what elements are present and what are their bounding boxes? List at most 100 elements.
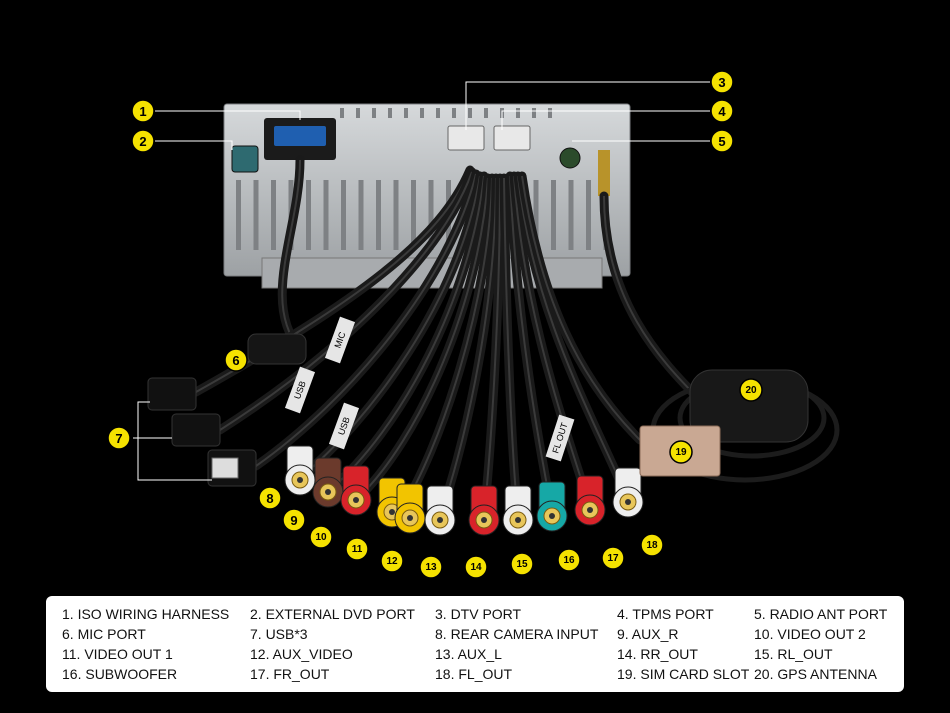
vent-slot <box>372 108 376 118</box>
callout-17: 17 <box>601 546 625 570</box>
vent-slot <box>586 180 591 250</box>
callout-number: 8 <box>266 491 273 506</box>
callout-number: 12 <box>386 556 398 567</box>
callout-20: 20 <box>739 378 763 402</box>
vent-slot <box>356 108 360 118</box>
legend-item: 2. EXTERNAL DVD PORT <box>250 606 415 622</box>
rca-plug <box>612 467 644 518</box>
legend-item: 9. AUX_R <box>617 626 679 642</box>
legend-item: 4. TPMS PORT <box>617 606 714 622</box>
vent-slot <box>532 108 536 118</box>
cable-highlight <box>521 175 641 441</box>
usb-plug-2 <box>171 413 221 447</box>
cable-highlight <box>255 173 477 467</box>
cable-label-sleeves: MIC USB USB FL OUT <box>284 316 575 462</box>
iso-connector-pins <box>274 126 326 146</box>
rca-plug <box>574 475 606 526</box>
callout-number: 9 <box>290 513 297 528</box>
callout-number: 20 <box>745 385 757 396</box>
usb-port-socket <box>211 457 239 479</box>
legend-item: 12. AUX_VIDEO <box>250 646 353 662</box>
leader-line <box>155 140 233 150</box>
cable-highlight <box>329 175 485 491</box>
legend-item: 16. SUBWOOFER <box>62 666 178 682</box>
callout-9: 9 <box>282 508 306 532</box>
rca-plug <box>394 483 426 534</box>
callout-number: 2 <box>139 134 146 149</box>
legend-item: 8. REAR CAMERA INPUT <box>435 626 599 642</box>
callout-2: 2 <box>131 129 155 153</box>
leader-line <box>501 110 710 130</box>
vent-slot <box>568 180 574 250</box>
vent-slot <box>388 108 392 118</box>
callout-3: 3 <box>710 70 734 94</box>
vent-slot <box>411 180 416 250</box>
legend-item: 7. USB*3 <box>250 626 308 642</box>
callout-18: 18 <box>640 533 664 557</box>
vent-slot <box>420 108 424 118</box>
callout-11: 11 <box>345 537 369 561</box>
vent-slot <box>516 108 520 118</box>
callout-number: 13 <box>425 562 437 573</box>
callout-13: 13 <box>419 555 443 579</box>
vent-slot <box>533 180 539 250</box>
legend-item: 14. RR_OUT <box>617 646 698 662</box>
rca-plug <box>284 445 316 496</box>
vent-slot <box>551 180 556 250</box>
vent-slot <box>468 108 472 118</box>
callout-number: 18 <box>646 540 658 551</box>
vent-slot <box>341 180 346 250</box>
legend-item: 19. SIM CARD SLOT <box>617 666 750 682</box>
radio-antenna-plug <box>598 150 610 196</box>
callout-19: 19 <box>669 440 693 464</box>
legend-item: 11. VIDEO OUT 1 <box>62 646 173 662</box>
callout-number: 6 <box>232 353 239 368</box>
vent-slot <box>271 180 276 250</box>
mic-port-plug <box>247 333 307 365</box>
cable-highlight <box>219 171 473 431</box>
callout-number: 5 <box>718 134 725 149</box>
legend-item: 6. MIC PORT <box>62 626 146 642</box>
vent-slot <box>548 108 552 118</box>
callout-12: 12 <box>380 549 404 573</box>
legend-item: 10. VIDEO OUT 2 <box>754 626 866 642</box>
rca-plug <box>424 485 456 536</box>
leader-line <box>465 81 710 130</box>
legend-item: 15. RL_OUT <box>754 646 833 662</box>
callout-number: 7 <box>115 431 122 446</box>
rca-plug <box>312 457 344 508</box>
rca-plug <box>340 465 372 516</box>
callout-leaders <box>133 81 710 481</box>
vent-slot <box>484 108 488 118</box>
radio-antenna-port <box>559 147 581 169</box>
leader-line <box>155 110 301 120</box>
callout-1: 1 <box>131 99 155 123</box>
callout-15: 15 <box>510 552 534 576</box>
rca-plug <box>502 485 534 536</box>
callout-16: 16 <box>557 548 581 572</box>
cable-highlight <box>603 195 701 401</box>
vent-slot <box>436 108 440 118</box>
rca-connectors <box>284 445 644 536</box>
vent-slot <box>393 180 399 250</box>
vent-slot <box>340 108 344 118</box>
callout-number: 4 <box>718 104 726 119</box>
rca-plug <box>536 481 568 532</box>
callout-14: 14 <box>464 555 488 579</box>
callout-number: 15 <box>516 559 528 570</box>
external-dvd-port <box>231 145 259 173</box>
callout-number: 16 <box>563 555 575 566</box>
vent-slot <box>323 180 329 250</box>
legend-item: 17. FR_OUT <box>250 666 330 682</box>
tpms-port <box>493 125 531 151</box>
legend-item: 3. DTV PORT <box>435 606 522 622</box>
rca-plug <box>468 485 500 536</box>
callout-number: 1 <box>139 104 146 119</box>
vent-slot <box>306 180 311 250</box>
usb-cables <box>147 377 257 487</box>
legend-item: 5. RADIO ANT PORT <box>754 606 888 622</box>
usb-plug-1 <box>147 377 197 411</box>
